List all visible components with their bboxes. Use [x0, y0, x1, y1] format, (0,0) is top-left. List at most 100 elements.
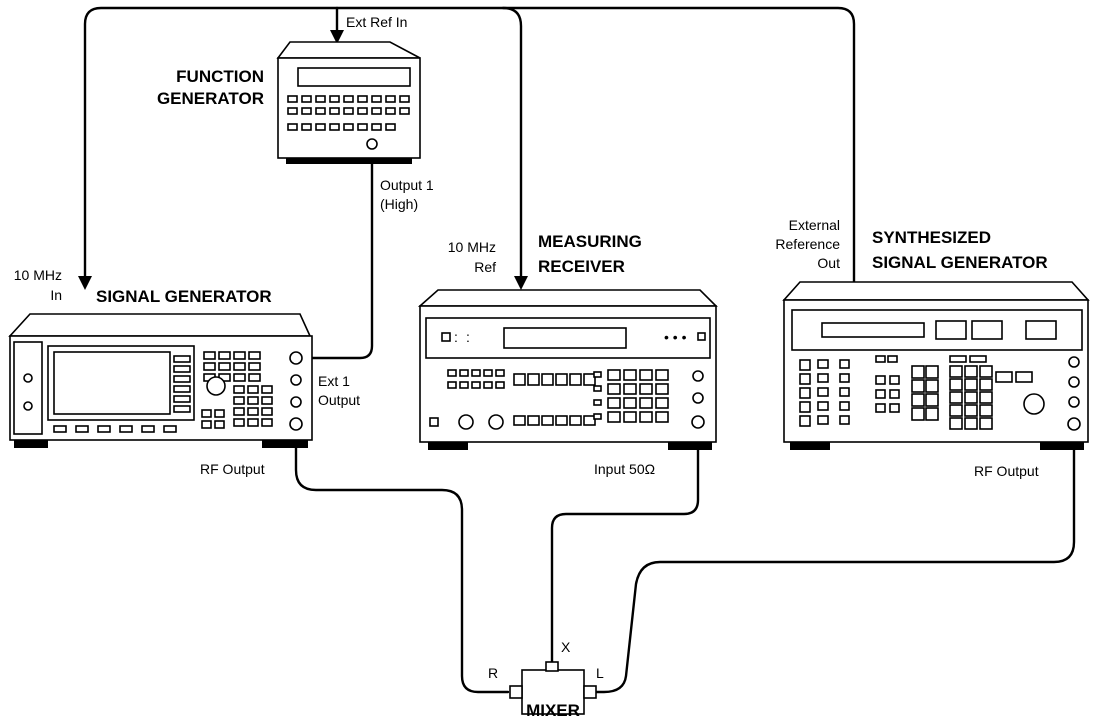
softkey	[119, 425, 133, 433]
panel-key	[839, 359, 850, 369]
panel-key	[655, 411, 669, 423]
panel-key	[471, 369, 481, 377]
panel-key	[593, 385, 602, 392]
panel-key	[287, 107, 298, 115]
panel-key	[911, 407, 925, 421]
panel-key	[343, 123, 354, 131]
panel-key	[911, 365, 925, 379]
panel-key	[301, 123, 312, 131]
panel-key	[513, 415, 526, 426]
panel-key	[261, 385, 273, 394]
input-50-label: Input 50Ω	[594, 461, 655, 477]
panel-key	[839, 373, 850, 383]
ssg-rf-output-to-mixer-l-cable	[590, 422, 1076, 694]
panel-key	[247, 385, 259, 394]
panel-key	[817, 387, 829, 397]
softkey	[75, 425, 89, 433]
svg-text::: :	[466, 329, 470, 345]
panel-key	[301, 95, 312, 103]
ssg-rf-output-connector	[1067, 417, 1081, 431]
panel-key	[969, 355, 987, 363]
output-1-connector	[366, 138, 378, 150]
panel-key	[371, 95, 382, 103]
panel-key	[593, 371, 602, 378]
panel-key	[979, 417, 993, 430]
panel-key	[248, 362, 261, 371]
panel-key	[817, 359, 829, 369]
ext-1-connector	[289, 351, 303, 365]
panel-key	[623, 383, 637, 395]
panel-key	[287, 123, 298, 131]
softkey	[173, 355, 191, 363]
panel-key	[483, 369, 493, 377]
panel-key	[343, 95, 354, 103]
signal-generator-title: SIGNAL GENERATOR	[96, 287, 272, 306]
panel-key	[385, 95, 396, 103]
panel-key	[964, 404, 978, 417]
panel-key	[1015, 371, 1033, 383]
external-reference-out-label-line3: Out	[817, 255, 840, 271]
panel-key	[429, 417, 439, 427]
panel-key	[623, 369, 637, 381]
external-reference-out-label-line2: Reference	[775, 236, 840, 252]
panel-key	[329, 95, 340, 103]
panel-key	[329, 107, 340, 115]
panel-key	[799, 387, 811, 399]
output-1-label-line1: Output 1	[380, 177, 434, 193]
panel-key	[817, 401, 829, 411]
panel-key	[995, 371, 1013, 383]
panel-key	[233, 407, 245, 416]
panel-key	[357, 107, 368, 115]
ssg-rf-output-label: RF Output	[974, 463, 1039, 479]
sg-rf-output-label: RF Output	[200, 461, 265, 477]
ext-ref-in-arrow	[330, 30, 344, 44]
panel-key	[541, 415, 554, 426]
panel-key	[875, 403, 886, 413]
ten-mhz-ref-label-line2: Ref	[474, 259, 496, 275]
ten-mhz-ref-label-line1: 10 MHz	[448, 239, 496, 255]
panel-key	[247, 396, 259, 405]
ten-mhz-in-arrow	[78, 276, 92, 290]
panel-key	[964, 391, 978, 404]
panel-key	[875, 355, 886, 363]
panel-key	[214, 409, 225, 418]
reference-bus-cable	[83, 6, 856, 292]
panel-key	[949, 365, 963, 378]
softkey	[97, 425, 111, 433]
panel-key	[459, 369, 469, 377]
measuring-receiver-title-line1: MEASURING	[538, 232, 642, 251]
panel-key	[495, 369, 505, 377]
panel-key	[233, 362, 246, 371]
panel-key	[887, 355, 898, 363]
panel-key	[607, 397, 621, 409]
cables	[78, 6, 1076, 694]
function-generator	[276, 41, 421, 164]
panel-key	[949, 391, 963, 404]
panel-key	[889, 389, 900, 399]
panel-key	[623, 397, 637, 409]
panel-key	[925, 379, 939, 393]
panel-key	[925, 365, 939, 379]
panel-key	[471, 381, 481, 389]
panel-key	[203, 362, 216, 371]
labels: Ext Ref In FUNCTION GENERATOR Output 1 (…	[14, 14, 1048, 720]
panel-key	[607, 411, 621, 423]
panel-key	[639, 397, 653, 409]
panel-key	[979, 365, 993, 378]
panel-key	[459, 381, 469, 389]
rf-output-to-mixer-r-cable	[294, 422, 510, 694]
panel-key	[233, 351, 246, 360]
ten-mhz-in-label-line1: 10 MHz	[14, 267, 62, 283]
softkey	[173, 395, 191, 403]
mixer-port-l-label: L	[596, 665, 604, 681]
panel-key	[799, 373, 811, 385]
panel-key	[875, 375, 886, 385]
panel-key	[248, 373, 261, 382]
panel-key	[817, 373, 829, 383]
ext-1-output-label-line2: Output	[318, 392, 360, 408]
panel-key	[964, 378, 978, 391]
panel-key	[607, 383, 621, 395]
panel-key	[513, 373, 526, 386]
panel-key	[385, 107, 396, 115]
